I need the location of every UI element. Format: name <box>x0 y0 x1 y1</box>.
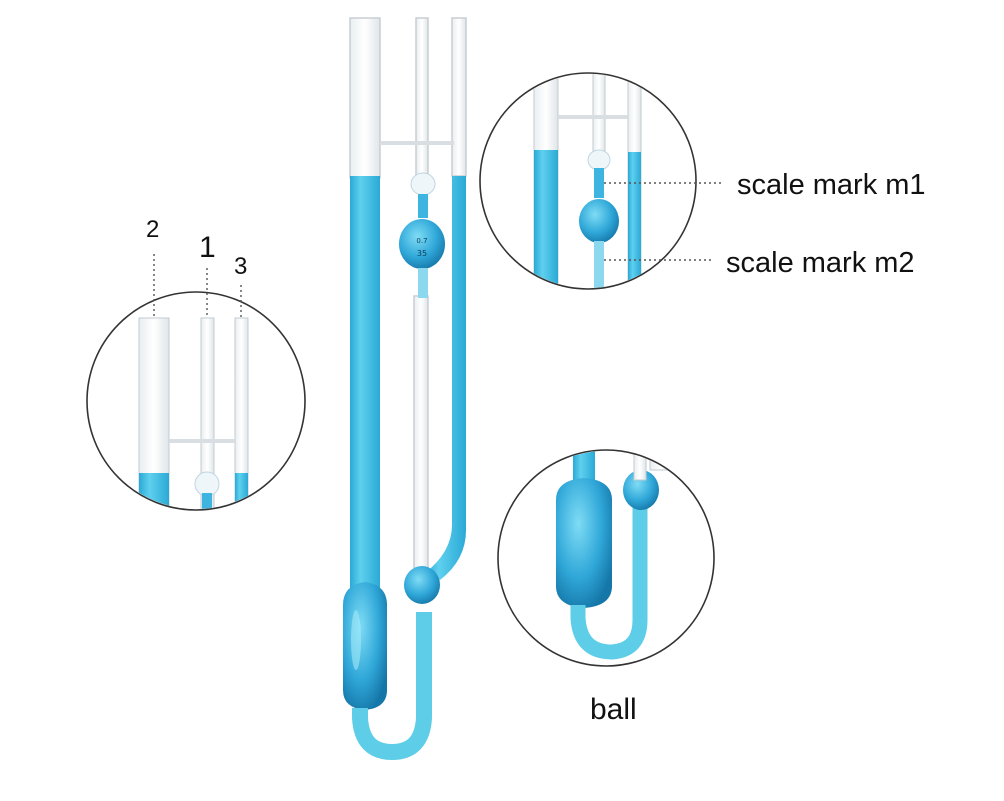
bulb-text-bottom: 35 <box>417 249 427 258</box>
capillary-lower <box>413 295 429 569</box>
inset-tubes <box>86 254 306 511</box>
label-ball: ball <box>590 693 637 726</box>
label-tube-2: 2 <box>146 216 160 243</box>
tube-1-glass <box>415 17 429 179</box>
cross-brace <box>380 141 454 145</box>
u-bend <box>352 612 432 761</box>
inset-scale-marks <box>479 72 722 290</box>
label-scale-mark-m2: scale mark m2 <box>726 247 915 279</box>
timing-bulb <box>399 219 445 269</box>
reservoir-highlight <box>351 610 361 670</box>
tube-2-glass <box>349 17 381 179</box>
main-viscometer: 0.7 35 <box>343 17 467 761</box>
bulb-text-top: 0.7 <box>416 237 427 245</box>
junction-bulb <box>404 566 440 604</box>
inset-tubes-circle <box>86 291 306 511</box>
bulb-neck <box>418 194 428 218</box>
label-tube-3: 3 <box>234 253 248 280</box>
tube-3-liquid <box>424 176 466 588</box>
tube-2-liquid <box>350 176 380 596</box>
inset-ball <box>497 449 715 667</box>
bulb-lower-neck <box>418 268 428 298</box>
tube-3-glass <box>451 17 467 177</box>
lower-reservoir <box>343 582 387 710</box>
upper-small-bulb <box>410 172 436 196</box>
label-scale-mark-m1: scale mark m1 <box>737 169 926 201</box>
label-tube-1: 1 <box>199 231 216 264</box>
inset-scale-circle <box>479 72 697 290</box>
